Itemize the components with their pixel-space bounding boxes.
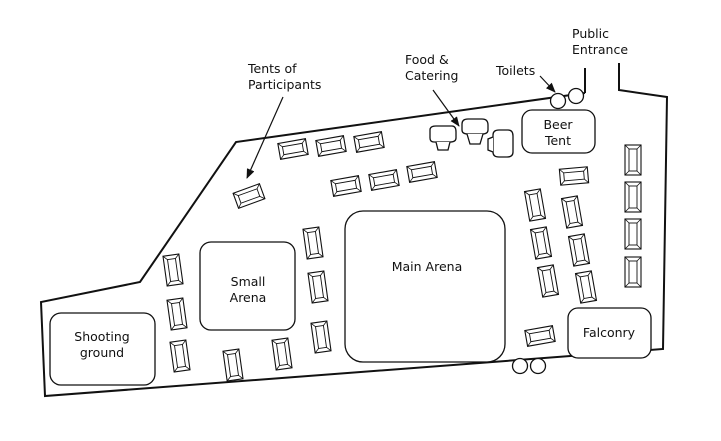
- falconry-label: Falconry: [583, 325, 636, 340]
- beer-tent: [521, 109, 596, 154]
- tents-label-line1: Tents of: [247, 61, 297, 76]
- tent-icon: [523, 188, 547, 222]
- tent-icon: [368, 169, 400, 191]
- tent-icon: [277, 138, 309, 160]
- food-stall-icon: [461, 118, 489, 145]
- food-label-line2: Catering: [405, 68, 458, 83]
- small-arena-label-line2: Arena: [230, 290, 267, 305]
- arrow-to-tents: [246, 96, 284, 179]
- small-arena-label-line1: Small: [231, 274, 266, 289]
- tent-icon: [169, 339, 191, 373]
- food-label-line1: Food &: [405, 52, 449, 67]
- tent-icon: [162, 253, 184, 287]
- tent-icon: [624, 256, 642, 288]
- arrow-to-food: [432, 89, 460, 127]
- tent-icon: [302, 226, 324, 260]
- entrance-label-line2: Entrance: [572, 42, 628, 57]
- entrance-label-line1: Public: [572, 26, 609, 41]
- tent-icon: [406, 161, 438, 183]
- toilet-icon: [567, 87, 585, 105]
- tent-icon: [353, 131, 385, 153]
- tent-icon: [271, 337, 293, 371]
- main-arena: [344, 210, 506, 363]
- tent-icon: [166, 297, 188, 331]
- beer-tent-label-line2: Tent: [544, 133, 571, 148]
- main-arena-label: Main Arena: [392, 259, 463, 274]
- tent-icon: [558, 166, 590, 186]
- toilet-icon: [529, 357, 547, 375]
- food-stall-icon: [487, 129, 514, 158]
- tent-icon: [307, 270, 329, 304]
- shooting-ground-label-line2: ground: [80, 345, 124, 360]
- tent-icon: [624, 218, 642, 250]
- shooting-ground-label-line1: Shooting: [74, 329, 129, 344]
- tent-icon: [574, 270, 598, 304]
- tent-icon: [330, 175, 362, 197]
- tent-icon: [624, 181, 642, 213]
- tent-icon: [529, 226, 553, 260]
- tent-icon: [560, 195, 584, 229]
- toilet-icon: [549, 92, 567, 110]
- tent-icon: [315, 135, 347, 157]
- small-arena: [199, 241, 296, 331]
- tent-icon: [536, 264, 560, 298]
- food-stall-icon: [429, 125, 457, 151]
- tent-icon: [232, 183, 266, 209]
- tent-icon: [310, 320, 332, 354]
- tent-icon: [624, 144, 642, 176]
- tent-icon: [567, 233, 591, 267]
- arrow-to-toilets: [539, 75, 556, 93]
- falconry-area: [567, 307, 652, 359]
- toilets-label: Toilets: [495, 63, 535, 78]
- tent-icon: [222, 348, 244, 382]
- shooting-ground: [49, 312, 156, 386]
- tents-label-line2: Participants: [248, 77, 321, 92]
- toilet-icon: [511, 357, 529, 375]
- beer-tent-label-line1: Beer: [543, 117, 573, 132]
- tent-icon: [524, 325, 556, 347]
- site-boundary: [39, 63, 669, 398]
